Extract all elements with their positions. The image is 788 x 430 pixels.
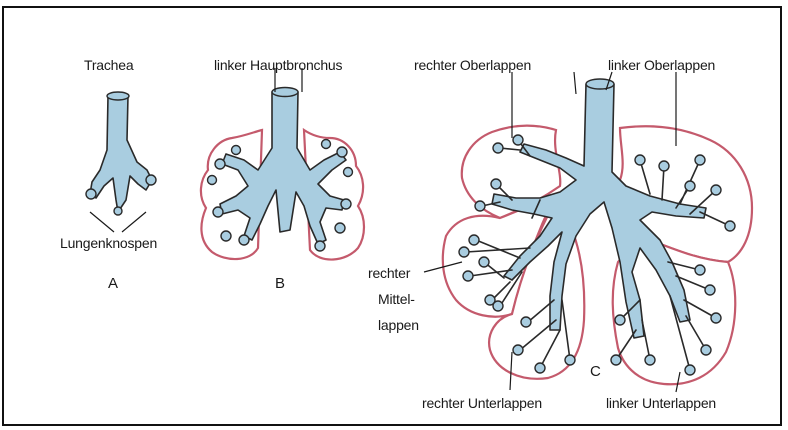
panel-a-bud-left bbox=[86, 189, 96, 199]
panel-b-letter: B bbox=[275, 276, 285, 291]
label-left-lower-lobe: linker Unterlappen bbox=[606, 396, 716, 411]
panel-c-letter: C bbox=[590, 364, 601, 379]
panel-c-lung bbox=[424, 72, 752, 392]
panel-b-trachea-opening bbox=[272, 88, 298, 97]
label-trachea: Trachea bbox=[84, 58, 133, 73]
panel-b-lung bbox=[201, 68, 364, 260]
panel-a-primordium bbox=[86, 92, 156, 232]
label-right-lower-lobe: rechter Unterlappen bbox=[422, 396, 542, 411]
panel-a-trachea-opening bbox=[107, 92, 129, 100]
panel-a-trachea-bud bbox=[90, 96, 152, 212]
panel-a-letter: A bbox=[108, 276, 118, 291]
panel-a-bud-center bbox=[114, 207, 122, 215]
label-right-middle-lobe-line1: rechter bbox=[368, 264, 410, 282]
label-lung-buds: Lungenknospen bbox=[60, 236, 157, 251]
label-right-middle-lobe-line2: Mittel- bbox=[378, 290, 415, 308]
label-left-upper-lobe: linker Oberlappen bbox=[608, 58, 715, 73]
label-left-main-bronchus: linker Hauptbronchus bbox=[214, 58, 342, 73]
label-right-upper-lobe: rechter Oberlappen bbox=[414, 58, 531, 73]
label-right-middle-lobe-line3: lappen bbox=[378, 316, 419, 334]
panel-a-bud-right bbox=[146, 175, 156, 185]
panel-c-trachea-opening bbox=[586, 79, 614, 89]
